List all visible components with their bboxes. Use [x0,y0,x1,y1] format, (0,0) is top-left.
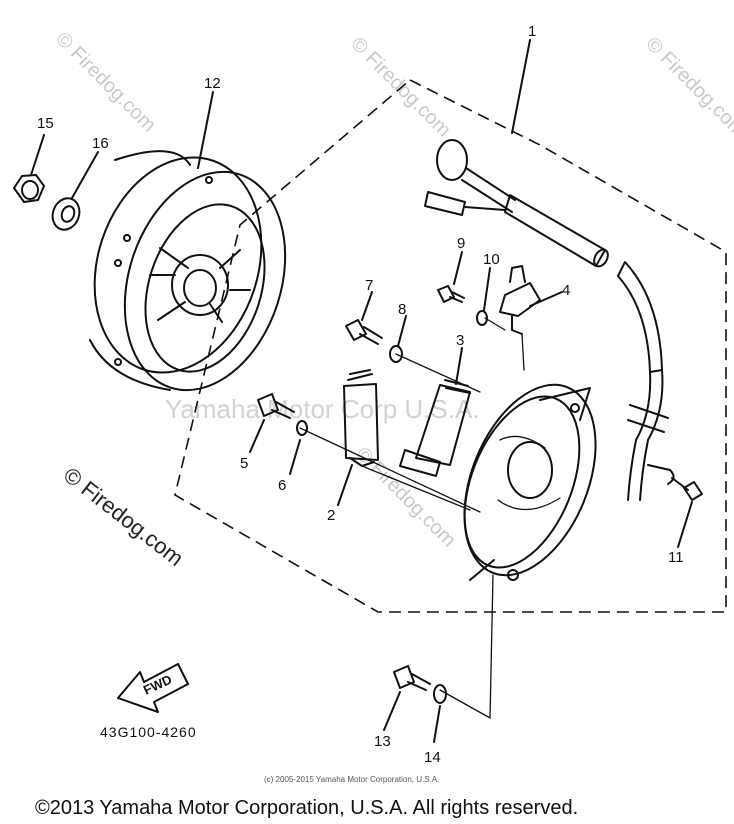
part-label-14: 14 [424,749,441,766]
washer-16 [51,197,81,231]
screw-5 [257,393,295,419]
screw-13 [393,665,431,691]
pickup-coil-4 [499,265,541,335]
part-label-11: 11 [668,549,684,566]
part-label-15: 15 [37,115,54,132]
leader-11 [677,501,693,548]
fwd-arrow: FWD [117,663,189,713]
leader-9 [453,251,463,285]
part-label-7: 7 [365,277,373,294]
part-label-12: 12 [204,75,221,92]
washer-6 [296,420,308,436]
leader-7 [361,291,373,321]
leader-8 [397,315,407,347]
part-label-13: 13 [374,733,391,750]
part-label-8: 8 [398,301,406,318]
leader-3 [455,347,463,385]
leader-1 [511,39,531,134]
drawing-code: 43G100-4260 [100,724,197,740]
part-label-6: 6 [278,477,286,494]
screw-11 [671,477,703,501]
leader-5 [249,419,265,453]
part-label-4: 4 [562,282,570,299]
stator-plate [463,383,597,581]
part-label-2: 2 [327,507,335,524]
part-label-16: 16 [92,135,109,152]
part-label-10: 10 [483,251,500,268]
watermark-center: Yamaha Motor Corp U.S.A. [165,394,480,424]
washer-14 [433,684,447,704]
watermark-main: © Firedog.com [59,462,188,571]
part-label-9: 9 [457,235,465,252]
small-copyright: (c) 2005-2015 Yamaha Motor Corporation, … [264,775,439,784]
leader-15 [30,134,45,176]
screw-7 [345,319,383,345]
leader-4 [529,291,563,307]
nut-15 [13,174,45,203]
leader-12 [197,91,214,169]
leader-6 [289,439,301,475]
watermark-1: © Firedog.com [51,28,160,137]
washer-8 [389,345,403,363]
part-label-1: 1 [528,23,536,40]
part-label-5: 5 [240,455,248,472]
washer-10 [476,310,488,326]
screw-9 [437,285,465,303]
flywheel-rotor [89,150,287,392]
watermark-3: © Firedog.com [641,33,734,142]
part-labels: 1 2 3 4 5 6 7 8 9 10 11 12 13 14 15 16 [37,23,684,766]
leader-10 [483,267,491,311]
leader-2 [337,464,353,506]
assembly-lines [299,317,525,720]
wire-harness [424,139,675,501]
assembly-boundary [174,79,727,613]
leader-14 [433,705,441,743]
footer-copyright: ©2013 Yamaha Motor Corporation, U.S.A. A… [35,797,578,819]
leader-16 [71,151,99,199]
part-label-3: 3 [456,332,464,349]
leader-13 [383,691,401,731]
